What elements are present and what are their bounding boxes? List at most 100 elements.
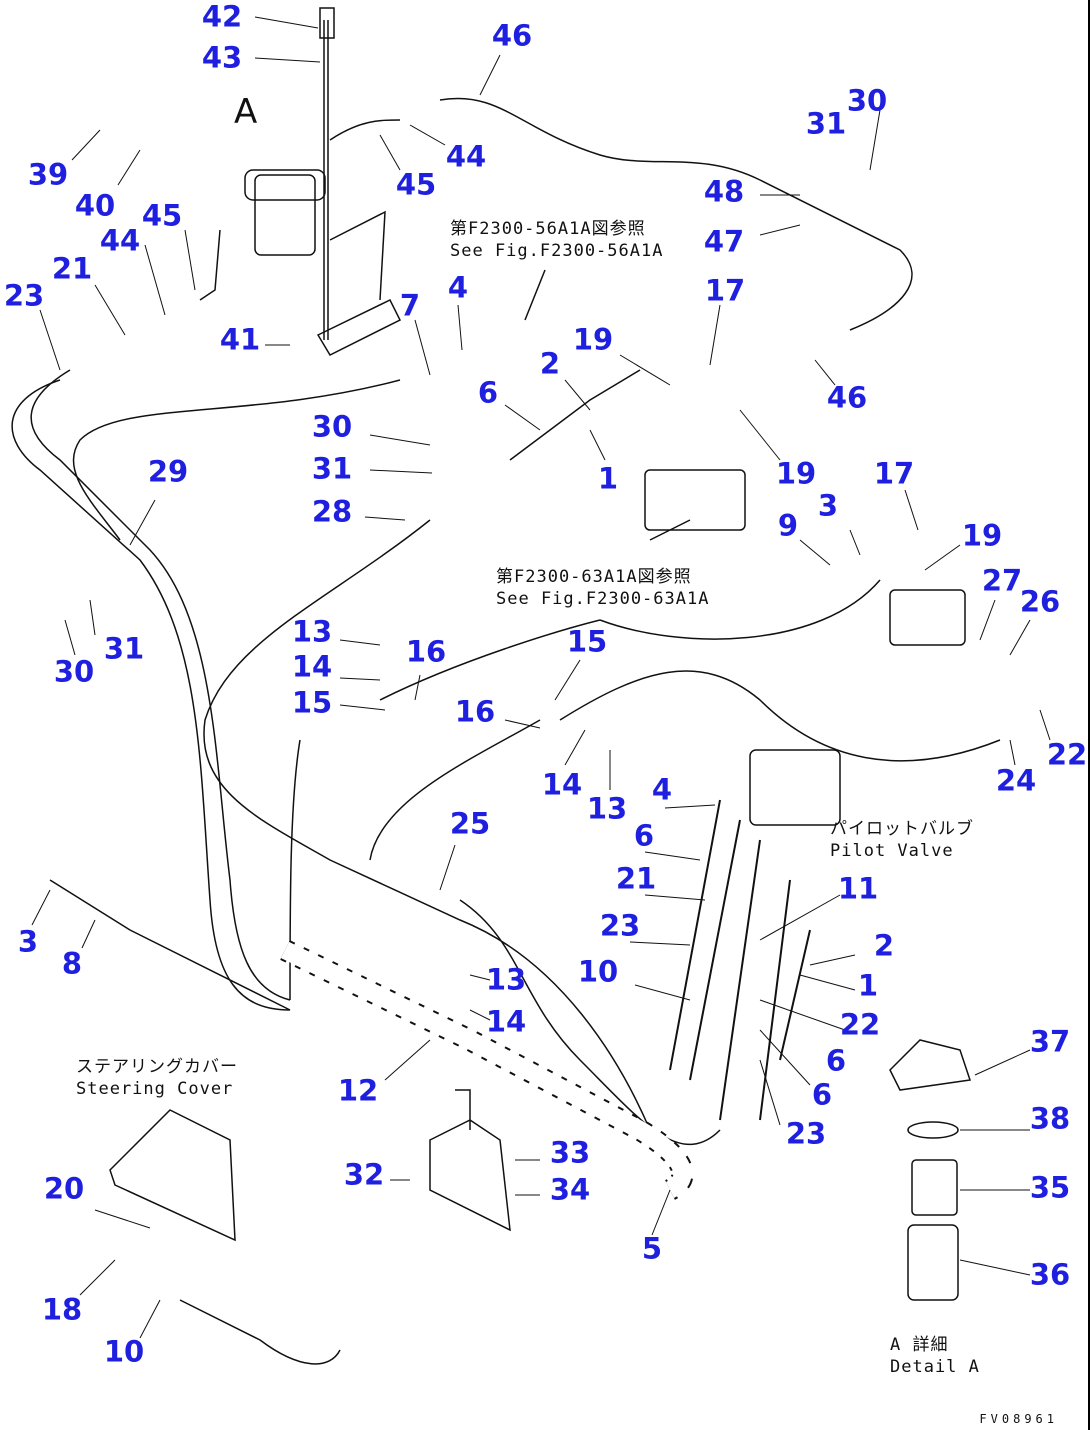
part-callout: 12	[337, 1073, 379, 1108]
part-callout: 22	[839, 1007, 881, 1042]
hose-line	[72, 379, 401, 541]
hose-line	[559, 670, 1001, 762]
part-callout: 46	[826, 380, 868, 415]
hose-line	[509, 369, 641, 461]
part-callout: 23	[785, 1116, 827, 1151]
part-callout: 6	[811, 1077, 833, 1112]
bolt-rod	[323, 20, 329, 340]
reference-note-2-en: See Fig.F2300-63A1A	[496, 589, 710, 609]
hose-line	[329, 119, 401, 141]
part-callout: 9	[777, 508, 799, 543]
part-callout: 30	[311, 409, 353, 444]
pilot-valve	[749, 749, 841, 826]
hose-line	[439, 97, 913, 331]
steering-cover-label-en: Steering Cover	[76, 1079, 234, 1099]
part-callout: 22	[1046, 737, 1088, 772]
hose-line	[203, 519, 651, 1131]
part-callout: 21	[51, 251, 93, 286]
part-callout: 17	[704, 273, 746, 308]
part-callout: 44	[99, 223, 141, 258]
part-callout: 30	[846, 83, 888, 118]
part-callout: 19	[961, 518, 1003, 553]
part-callout: 23	[599, 908, 641, 943]
part-callout: 37	[1029, 1024, 1071, 1059]
part-callout: 41	[219, 322, 261, 357]
valve-block	[889, 589, 966, 646]
protective-sleeve	[281, 941, 692, 1199]
part-callout: 10	[103, 1334, 145, 1369]
part-callout: 31	[103, 631, 145, 666]
hose-line	[459, 899, 721, 1146]
reference-note-1-jp: 第F2300-56A1A図参照	[450, 219, 646, 239]
o-ring	[907, 1121, 959, 1139]
view-a-label: A	[234, 92, 258, 132]
part-callout: 45	[395, 167, 437, 202]
part-callout: 23	[3, 278, 45, 313]
part-callout: 6	[633, 818, 655, 853]
part-callout: 35	[1029, 1170, 1071, 1205]
part-callout: 28	[311, 494, 353, 529]
steering-cover	[109, 1109, 236, 1242]
filter-element	[911, 1159, 958, 1216]
part-callout: 20	[43, 1171, 85, 1206]
pilot-valve-label-jp: パイロットバルブ	[830, 819, 974, 839]
hose-line	[199, 229, 221, 301]
hose-line	[11, 379, 291, 1011]
part-callout: 46	[491, 18, 533, 53]
part-callout: 4	[651, 772, 673, 807]
part-callout: 15	[291, 685, 333, 720]
drawing-code: FV08961	[979, 1412, 1058, 1426]
part-callout: 6	[477, 375, 499, 410]
part-callout: 45	[141, 198, 183, 233]
leader-lines	[31, 16, 1051, 1339]
part-callout: 19	[572, 322, 614, 357]
hose-line	[179, 1299, 341, 1365]
detail-a-label-en: Detail A	[890, 1357, 980, 1377]
valve-block	[644, 469, 746, 531]
part-callout: 48	[703, 174, 745, 209]
part-callout: 26	[1019, 584, 1061, 619]
part-callout: 36	[1029, 1257, 1071, 1292]
part-callout: 25	[449, 806, 491, 841]
part-callout: 2	[873, 928, 895, 963]
part-callout: 15	[566, 624, 608, 659]
part-callout: 5	[641, 1231, 663, 1266]
hose-line	[369, 719, 541, 861]
part-callout: 14	[485, 1004, 527, 1039]
part-callout: 42	[201, 0, 243, 34]
detail-a-label-jp: A 詳細	[890, 1335, 949, 1355]
part-callout: 3	[817, 488, 839, 523]
filter-bowl	[907, 1224, 959, 1301]
part-callout: 2	[539, 346, 561, 381]
part-callout: 1	[597, 461, 619, 496]
hose-line	[379, 619, 601, 701]
part-callout: 43	[201, 40, 243, 75]
part-callout: 31	[805, 106, 847, 141]
part-callout: 29	[147, 454, 189, 489]
part-callout: 38	[1029, 1101, 1071, 1136]
part-callout: 40	[74, 188, 116, 223]
part-callout: 4	[447, 270, 469, 305]
part-callout: 27	[981, 563, 1023, 598]
reference-note-2-jp: 第F2300-63A1A図参照	[496, 567, 692, 587]
hose-line	[669, 799, 811, 1121]
part-callout: 17	[873, 456, 915, 491]
part-callout: 1	[857, 968, 879, 1003]
part-callout: 24	[995, 763, 1037, 798]
part-callout: 7	[399, 288, 421, 323]
part-callout: 44	[445, 139, 487, 174]
part-callout: 31	[311, 451, 353, 486]
part-callout: 8	[61, 946, 83, 981]
part-callout: 47	[703, 224, 745, 259]
part-callout: 11	[837, 871, 879, 906]
part-callout: 14	[541, 767, 583, 802]
line-filter	[254, 174, 316, 256]
part-callout: 16	[454, 694, 496, 729]
hose-line	[49, 879, 291, 1011]
